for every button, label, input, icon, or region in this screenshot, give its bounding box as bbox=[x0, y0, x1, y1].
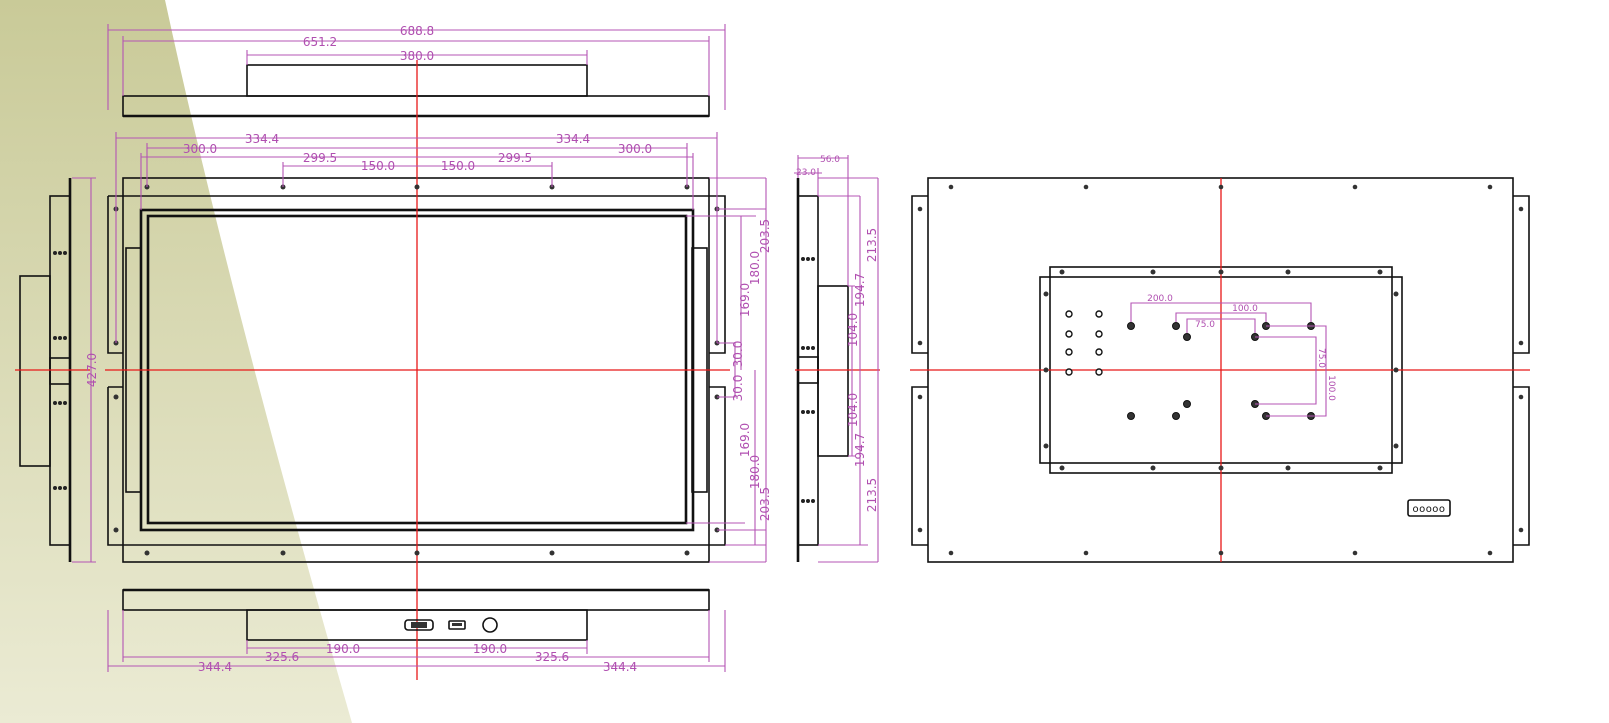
dim-hole-span-left: 300.0 bbox=[183, 142, 217, 156]
dim-upper-203: 203.5 bbox=[758, 219, 772, 253]
dim-box-left: 325.6 bbox=[265, 650, 299, 664]
dim-pitch-left: 150.0 bbox=[361, 159, 395, 173]
dim-vesa-v100: 100.0 bbox=[1326, 375, 1336, 401]
dim-half-right: 344.4 bbox=[603, 660, 637, 674]
vga-port-icon bbox=[404, 619, 434, 631]
rear-view: 200.0 100.0 75.0 75.0 100.0 ooooo bbox=[910, 177, 1530, 563]
left-side-view: 427.0 bbox=[15, 177, 99, 563]
dim-lower-194: 194.7 bbox=[853, 433, 867, 467]
dim-upper-180: 180.0 bbox=[748, 251, 762, 285]
dim-conn-left: 190.0 bbox=[326, 642, 360, 656]
dim-lower-213: 213.5 bbox=[865, 478, 879, 512]
right-side-view: 56.0 23.0 194.7 213.5 104.0 104.0 194.7 … bbox=[794, 155, 880, 563]
dim-box-right: 325.6 bbox=[535, 650, 569, 664]
dim-lower-box: 104.0 bbox=[846, 393, 860, 427]
dim-vesa-100: 100.0 bbox=[1232, 304, 1258, 314]
dim-upper-box: 104.0 bbox=[846, 313, 860, 347]
dim-flange-width: 651.2 bbox=[303, 35, 337, 49]
dim-hole-span-right: 300.0 bbox=[618, 142, 652, 156]
dim-overall-height: 427.0 bbox=[85, 353, 99, 387]
hdmi-port-icon bbox=[448, 620, 466, 630]
dim-lower-gap: 30.0 bbox=[731, 375, 745, 402]
dim-conn-right: 190.0 bbox=[473, 642, 507, 656]
dim-pitch-right: 150.0 bbox=[441, 159, 475, 173]
dim-half-width-right: 334.4 bbox=[556, 132, 590, 146]
dim-back-box-width: 380.0 bbox=[400, 49, 434, 63]
dim-lower-180: 180.0 bbox=[748, 455, 762, 489]
dim-half-width-left: 334.4 bbox=[245, 132, 279, 146]
dim-bezel-left: 299.5 bbox=[303, 151, 337, 165]
dim-depth: 56.0 bbox=[820, 155, 840, 165]
top-view: 688.8 651.2 380.0 bbox=[107, 24, 726, 122]
dim-vesa-75: 75.0 bbox=[1195, 320, 1215, 330]
dim-upper-169: 169.0 bbox=[738, 283, 752, 317]
front-view: 334.4 334.4 300.0 300.0 299.5 299.5 150.… bbox=[105, 122, 772, 575]
dim-vesa-v75: 75.0 bbox=[1316, 348, 1326, 368]
osd-button-panel: ooooo bbox=[1412, 504, 1445, 515]
power-jack-icon bbox=[482, 617, 498, 633]
dim-frame-depth: 23.0 bbox=[796, 168, 816, 178]
dim-bezel-right: 299.5 bbox=[498, 151, 532, 165]
dim-half-left: 344.4 bbox=[198, 660, 232, 674]
dim-upper-213: 213.5 bbox=[865, 228, 879, 262]
background-wedge bbox=[0, 0, 352, 723]
dim-lower-203: 203.5 bbox=[758, 487, 772, 521]
dim-lower-169: 169.0 bbox=[738, 423, 752, 457]
dim-vesa-200: 200.0 bbox=[1147, 294, 1173, 304]
dim-upper-gap: 30.0 bbox=[731, 341, 745, 368]
bottom-view: 190.0 190.0 325.6 325.6 344.4 344.4 bbox=[107, 575, 726, 680]
dim-upper-194: 194.7 bbox=[853, 273, 867, 307]
dim-overall-width: 688.8 bbox=[400, 24, 434, 38]
